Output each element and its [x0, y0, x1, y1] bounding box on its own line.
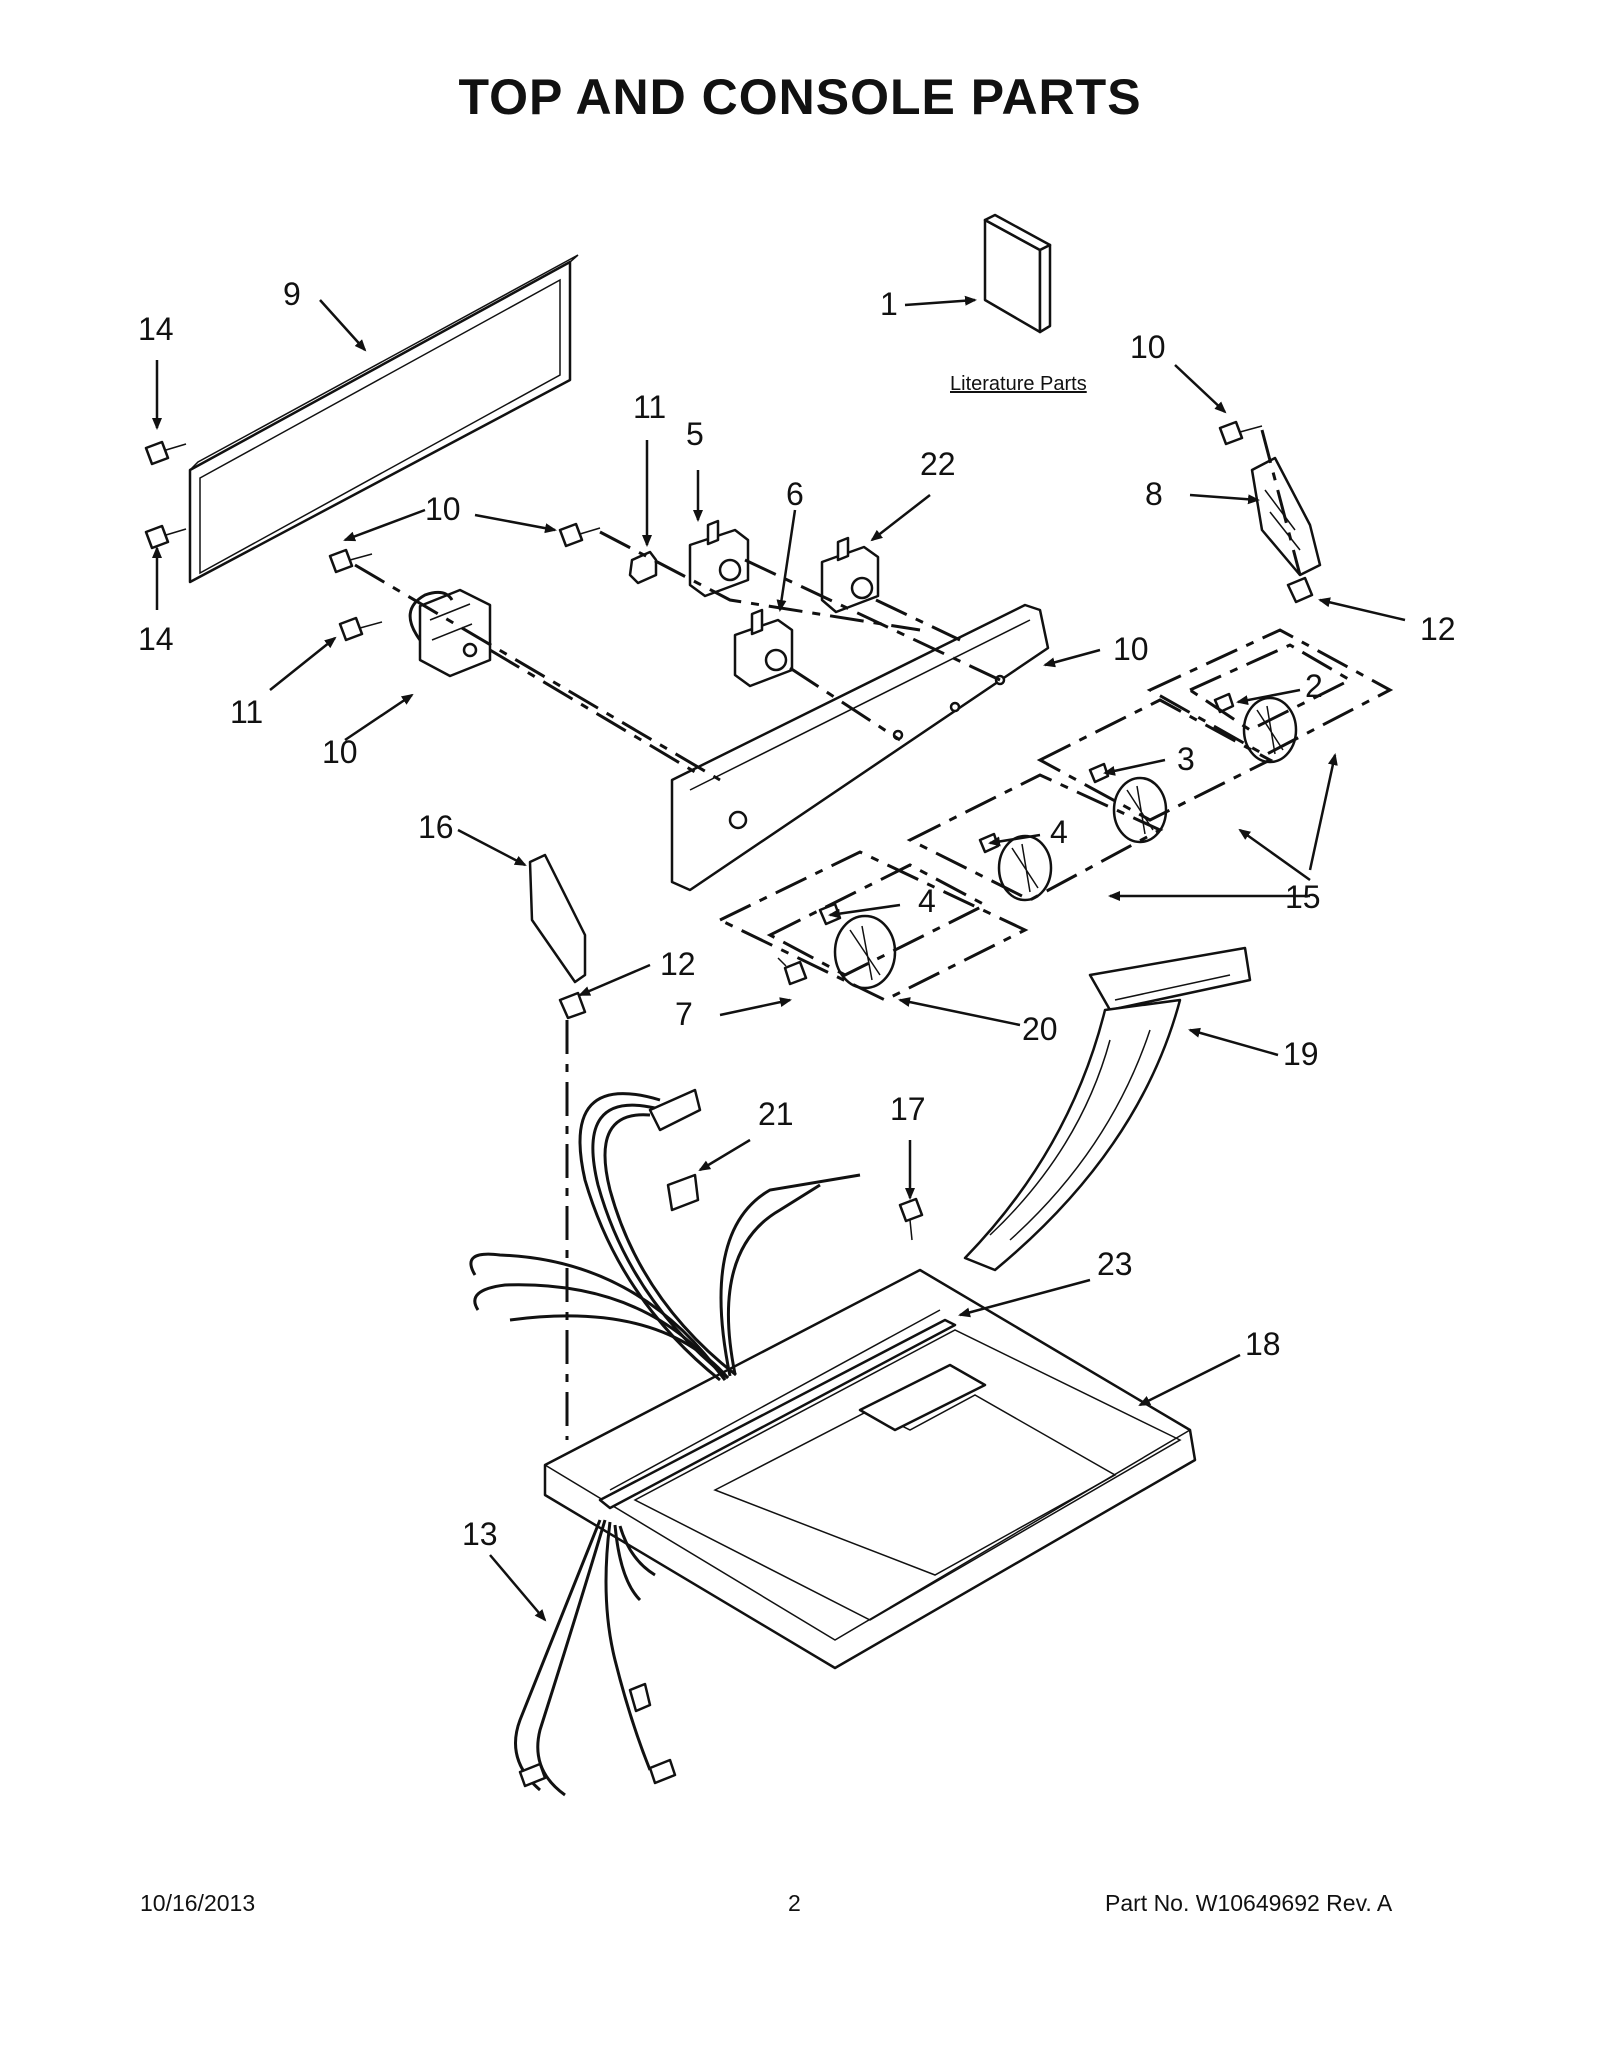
callout-10-b: 10 — [425, 491, 461, 527]
seal-strip-23 — [598, 1318, 957, 1510]
screw-10-a — [328, 548, 373, 574]
callout-2: 9 — [283, 276, 301, 312]
knob-1 — [818, 902, 897, 990]
literature-parts-label: Literature Parts — [950, 373, 1087, 395]
callout-13: 13 — [462, 1516, 498, 1552]
screw-10-d — [1218, 420, 1263, 446]
switch-22 — [820, 536, 880, 614]
callout-1: 1 — [880, 286, 898, 322]
connector-11 — [628, 550, 658, 585]
screw-10-b — [338, 616, 383, 642]
timer-switch — [408, 588, 492, 678]
top-panel — [543, 1268, 1197, 1670]
wire-harness-21 — [469, 1088, 861, 1382]
leader-lines — [152, 295, 1406, 1622]
screw-14-bottom — [144, 524, 187, 550]
callout-4-b: 3 — [1177, 741, 1195, 777]
callout-4-a: 2 — [1305, 668, 1323, 704]
lint-screen — [963, 946, 1252, 1272]
screw-7 — [777, 957, 808, 986]
console-panel — [670, 603, 1050, 892]
alignment-lines — [354, 429, 1302, 1440]
callout-14-bottom: 14 — [138, 621, 174, 657]
callout-12-left: 12 — [660, 946, 696, 982]
callout-18: 18 — [1245, 1326, 1281, 1362]
callout-4-c: 4 — [1050, 814, 1068, 850]
switch-5 — [688, 519, 750, 598]
callout-5: 5 — [686, 416, 704, 452]
callout-12-right: 12 — [1420, 611, 1456, 647]
callout-14-top: 14 — [138, 311, 174, 347]
callout-17: 17 — [890, 1091, 926, 1127]
callout-16: 16 — [418, 809, 454, 845]
callout-10-a: 10 — [1130, 329, 1166, 365]
footer-part-number: Part No. W10649692 Rev. A — [1105, 1890, 1393, 1916]
callout-7: 7 — [675, 996, 693, 1032]
callout-9: 10 — [1113, 631, 1149, 667]
screw-10-c — [558, 522, 601, 548]
knob-callout-boxes — [716, 628, 1394, 1002]
callout-22: 22 — [920, 446, 956, 482]
callout-4-d: 4 — [918, 883, 936, 919]
rear-panel — [188, 254, 579, 584]
screw-14-top — [144, 440, 187, 466]
literature-booklet — [983, 213, 1052, 334]
callout-19: 19 — [1283, 1036, 1319, 1072]
callout-8: 8 — [1145, 476, 1163, 512]
clip-12-right — [1286, 576, 1314, 604]
callout-3: 10 — [322, 734, 358, 770]
screw-17 — [898, 1197, 924, 1241]
clip-12-left — [558, 991, 587, 1020]
callout-10-c: 11 — [230, 694, 263, 730]
callout-11: 11 — [633, 389, 666, 425]
callout-20: 20 — [1022, 1011, 1058, 1047]
wire-harness-13 — [514, 1519, 677, 1797]
callout-21: 21 — [758, 1096, 794, 1132]
footer-page-number: 2 — [788, 1890, 801, 1916]
callout-23: 23 — [1097, 1246, 1133, 1282]
callout-numbers: 1 9 10 2 3 4 4 5 6 7 8 10 10 10 11 11 11… — [138, 276, 1456, 1552]
page-title: TOP AND CONSOLE PARTS — [458, 69, 1142, 125]
callout-15: 15 — [1285, 879, 1321, 915]
switch-6 — [733, 608, 794, 688]
callout-6: 6 — [786, 476, 804, 512]
console-end-cap-left — [528, 853, 587, 984]
footer-date: 10/16/2013 — [140, 1890, 256, 1916]
knob-4 — [1213, 692, 1298, 764]
